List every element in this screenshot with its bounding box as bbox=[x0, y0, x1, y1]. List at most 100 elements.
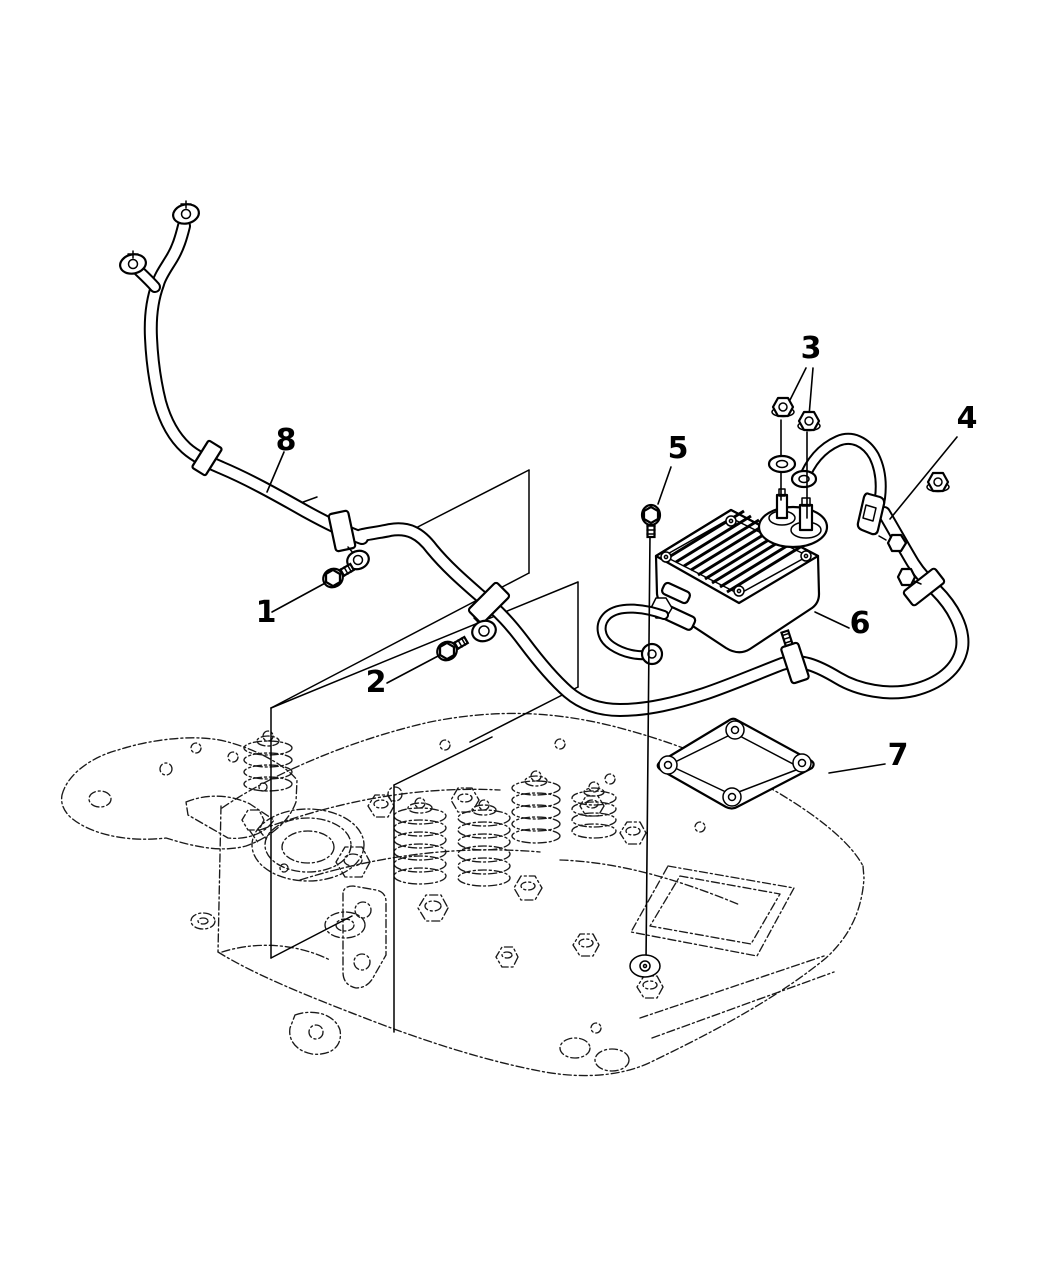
leader-4 bbox=[889, 436, 958, 520]
surface-line-3 bbox=[559, 859, 741, 906]
callout-5[interactable]: 5 bbox=[668, 431, 689, 466]
nut-3a bbox=[771, 396, 795, 418]
leader-2 bbox=[386, 654, 441, 684]
ring-terminal-2 bbox=[119, 250, 147, 275]
bottom-lobe-1-hole bbox=[308, 1024, 324, 1040]
surface-line-1 bbox=[259, 788, 501, 831]
callout-3-label: 3 bbox=[801, 331, 822, 366]
bottom-lobe-2 bbox=[559, 1037, 591, 1059]
heater-gasket bbox=[656, 717, 815, 810]
rocker-bracket-slot bbox=[185, 795, 275, 840]
jumper-eyelet bbox=[790, 469, 818, 489]
callout-2-label: 2 bbox=[366, 665, 387, 700]
head-hole-4 bbox=[439, 739, 451, 751]
gasket-outer bbox=[656, 717, 815, 810]
ground-strap-eyelet bbox=[640, 642, 664, 666]
bottom-lobe-3 bbox=[594, 1048, 630, 1072]
callout-4-label: 4 bbox=[957, 401, 978, 436]
bracket-hole bbox=[88, 790, 112, 808]
nut-3b bbox=[797, 410, 821, 432]
front-bracket bbox=[342, 885, 387, 989]
head-right-edge bbox=[862, 865, 865, 879]
clamp-2-eyelet bbox=[471, 617, 497, 643]
bracket-hole-small-2 bbox=[190, 742, 202, 754]
head-hole-2b bbox=[335, 918, 355, 932]
washer-3 bbox=[767, 454, 797, 474]
gasket-bolt-holes bbox=[658, 720, 812, 807]
bolt-5-target bbox=[629, 954, 661, 978]
callout-6[interactable]: 6 bbox=[850, 606, 871, 641]
bolt-1 bbox=[322, 562, 356, 589]
bottom-lobe-1 bbox=[289, 1011, 342, 1055]
head-hole-1 bbox=[190, 912, 216, 930]
harness-clamp-4 bbox=[902, 567, 946, 607]
heater-corner-screws bbox=[660, 515, 812, 597]
harness-cable bbox=[143, 219, 970, 717]
leader-5-long bbox=[645, 534, 651, 963]
head-hole-6 bbox=[604, 773, 616, 785]
intake-opening-outer bbox=[630, 865, 795, 957]
leader-5 bbox=[657, 466, 672, 505]
nut-4 bbox=[926, 471, 950, 493]
terminal-stud-left bbox=[768, 488, 796, 526]
callout-2[interactable]: 2 bbox=[366, 665, 387, 700]
terminal-stud-right bbox=[790, 497, 822, 539]
bracket-bolt bbox=[241, 809, 269, 845]
valve-spring-2 bbox=[457, 799, 511, 887]
leader-6 bbox=[814, 611, 850, 629]
head-hole-5 bbox=[554, 738, 566, 750]
callout-5-label: 5 bbox=[668, 431, 689, 466]
harness-clamp-1 bbox=[327, 509, 357, 553]
air-intake-heater-block bbox=[650, 488, 829, 654]
intake-flange-line-2 bbox=[651, 971, 835, 1039]
surface-line-2 bbox=[299, 849, 541, 881]
head-hole-2 bbox=[324, 911, 366, 939]
rocker-bracket-outline bbox=[60, 737, 298, 850]
ring-terminal-1 bbox=[172, 200, 200, 225]
valve-spring-3 bbox=[511, 770, 561, 844]
front-bracket-hole-2 bbox=[353, 953, 371, 971]
thermostat-boss-mid bbox=[264, 817, 352, 873]
clamp-4-bolt bbox=[896, 567, 922, 587]
harness-connector-bracket bbox=[856, 492, 908, 553]
leader-1 bbox=[271, 580, 330, 613]
callout-8[interactable]: 8 bbox=[276, 423, 297, 458]
head-hole-7 bbox=[694, 821, 706, 833]
valve-spring-4 bbox=[571, 781, 617, 839]
callout-6-label: 6 bbox=[850, 606, 871, 641]
harness-band bbox=[191, 439, 223, 477]
head-left-edge bbox=[217, 805, 222, 953]
callout-7[interactable]: 7 bbox=[888, 738, 909, 773]
wiring-harness bbox=[119, 200, 970, 717]
intake-opening-inner bbox=[649, 875, 781, 945]
plane-lower-top-edge bbox=[270, 581, 579, 709]
callout-4[interactable]: 4 bbox=[957, 401, 978, 436]
callout-3[interactable]: 3 bbox=[801, 331, 822, 366]
bolt-2 bbox=[436, 635, 470, 662]
boss-screw bbox=[279, 863, 289, 873]
plane-lower-bottom-edge bbox=[469, 686, 579, 743]
leader-3b bbox=[808, 367, 814, 417]
leader-8 bbox=[266, 451, 285, 493]
surface-line-4 bbox=[221, 944, 331, 961]
thermostat-boss-outer bbox=[251, 808, 365, 882]
valve-spring-1 bbox=[393, 797, 447, 885]
harness-clamp-3 bbox=[780, 629, 810, 685]
front-bracket-hole-1 bbox=[354, 901, 372, 919]
head-back-edge bbox=[221, 712, 864, 867]
leader-7 bbox=[828, 763, 886, 774]
bottom-lobe-hole bbox=[590, 1022, 602, 1034]
valve-spring-5 bbox=[243, 730, 293, 792]
callouts: 1 2 3 4 5 6 7 8 bbox=[256, 331, 978, 773]
thermostat-boss-inner bbox=[281, 830, 335, 864]
callout-1[interactable]: 1 bbox=[256, 595, 277, 630]
callout-7-label: 7 bbox=[888, 738, 909, 773]
clamp-1-eyelet bbox=[346, 546, 370, 571]
plane-lower-bottom-tick bbox=[270, 915, 353, 959]
heater-top-face bbox=[654, 508, 820, 605]
intake-flange-line-1 bbox=[639, 955, 825, 1019]
plane-mid-top-edge bbox=[393, 736, 493, 786]
callout-8-label: 8 bbox=[276, 423, 297, 458]
